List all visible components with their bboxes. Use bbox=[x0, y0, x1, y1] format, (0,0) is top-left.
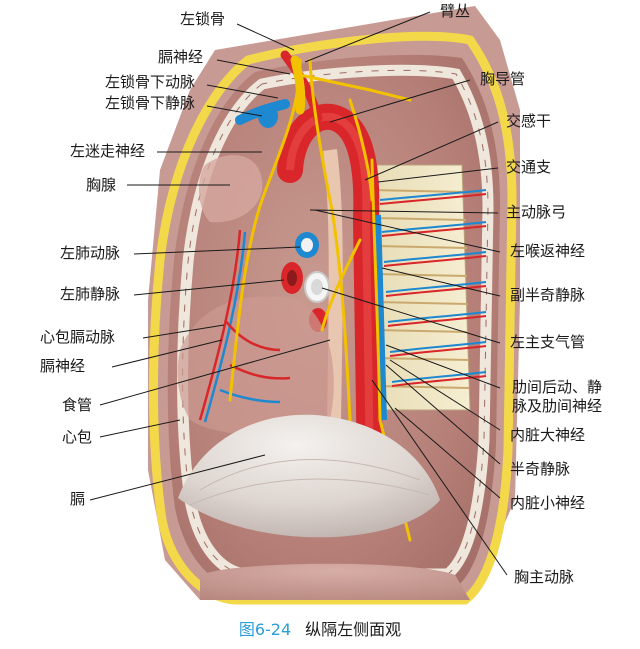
label-greater-splanchnic-nerve: 内脏大神经 bbox=[510, 426, 586, 444]
esophagus bbox=[323, 149, 343, 421]
label-left-subclavian-artery: 左锁骨下动脉 bbox=[105, 73, 196, 91]
label-aortic-arch: 主动脉弓 bbox=[506, 203, 567, 221]
intercostal-bundles bbox=[379, 189, 487, 387]
label-pericardium: 心包 bbox=[62, 428, 93, 446]
label-phrenic-nerve-top: 膈神经 bbox=[158, 48, 204, 66]
label-sympathetic-trunk: 交感干 bbox=[506, 112, 552, 130]
label-thoracic-duct: 胸导管 bbox=[480, 70, 526, 88]
diaphragm bbox=[178, 414, 440, 538]
label-left-clavicle: 左锁骨 bbox=[180, 10, 226, 28]
label-thymus: 胸腺 bbox=[86, 176, 117, 194]
label-pericardiophrenic-artery: 心包膈动脉 bbox=[40, 328, 116, 346]
label-left-recurrent-laryngeal-nerve: 左喉返神经 bbox=[510, 242, 586, 260]
label-intercostal-vessels-line1: 肋间后动、静 bbox=[512, 378, 603, 396]
abdominal-wall bbox=[200, 563, 470, 600]
figure-caption: 图6-24 纵隔左侧面观 bbox=[0, 616, 640, 640]
label-left-subclavian-vein: 左锁骨下静脉 bbox=[105, 94, 196, 112]
label-diaphragm: 膈 bbox=[70, 490, 86, 508]
hemiazygos-vein bbox=[375, 214, 387, 421]
hilum-vessels bbox=[281, 232, 330, 332]
figure-number: 图6-24 bbox=[238, 620, 292, 639]
figure-title: 纵隔左侧面观 bbox=[305, 620, 402, 639]
label-intercostal-vessels-line2: 脉及肋间神经 bbox=[512, 397, 603, 415]
pericardium bbox=[177, 296, 334, 435]
label-hemiazygos-vein: 半奇静脉 bbox=[510, 460, 571, 478]
label-esophagus: 食管 bbox=[62, 396, 93, 414]
label-accessory-hemiazygos-vein: 副半奇静脉 bbox=[510, 286, 586, 304]
label-lesser-splanchnic-nerve: 内脏小神经 bbox=[510, 494, 586, 512]
label-phrenic-nerve: 膈神经 bbox=[40, 357, 86, 375]
label-left-main-bronchus: 左主支气管 bbox=[510, 333, 586, 351]
thymus bbox=[198, 155, 263, 223]
label-left-vagus-nerve: 左迷走神经 bbox=[70, 142, 146, 160]
label-brachial-plexus: 臂丛 bbox=[440, 2, 471, 20]
label-thoracic-aorta: 胸主动脉 bbox=[514, 568, 575, 586]
label-communicating-branch: 交通支 bbox=[506, 158, 552, 176]
leader-lines bbox=[89, 11, 508, 576]
label-left-pulmonary-vein: 左肺静脉 bbox=[60, 285, 121, 303]
brachial-plexus bbox=[290, 55, 306, 115]
label-left-pulmonary-artery: 左肺动脉 bbox=[60, 244, 121, 262]
